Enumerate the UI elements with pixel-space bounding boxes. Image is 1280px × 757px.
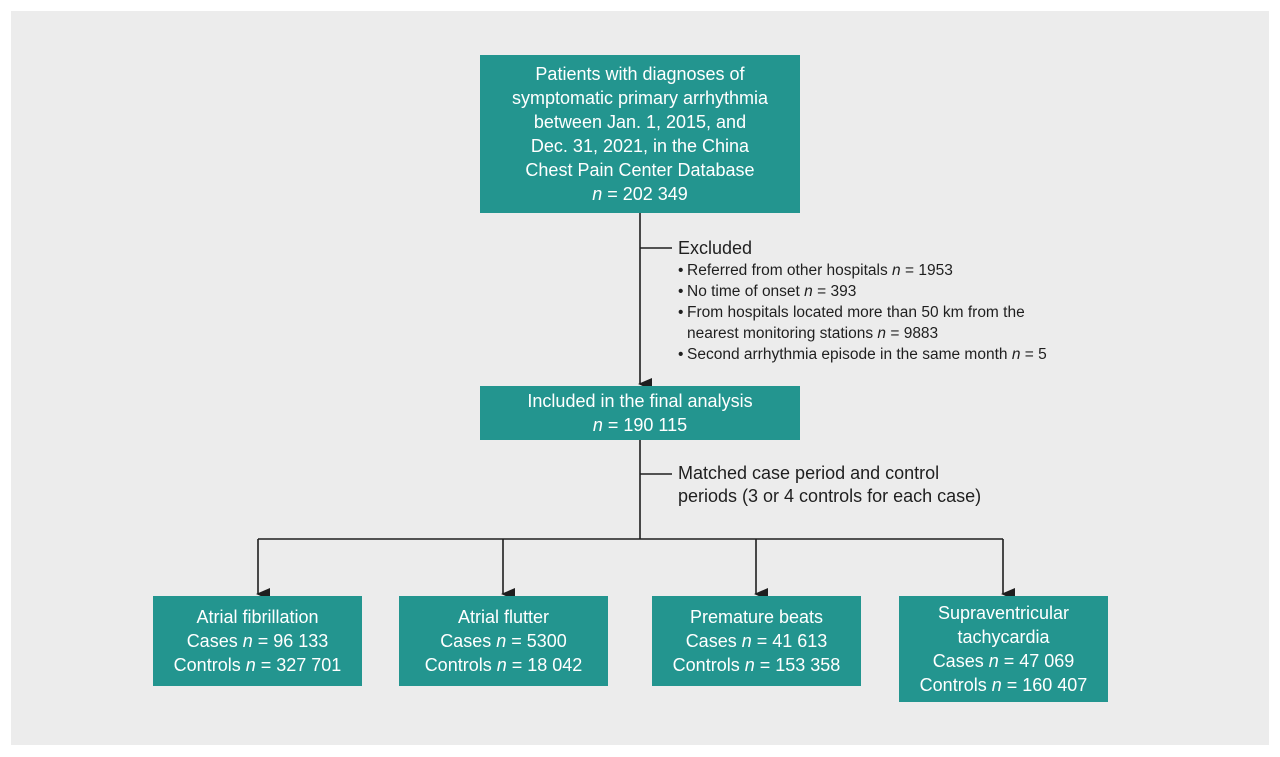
cases-label: Cases <box>440 631 497 651</box>
controls-label: Controls <box>424 655 497 675</box>
included-analysis-box: Included in the final analysis n = 190 1… <box>480 386 800 440</box>
atrial-fibrillation-box: Atrial fibrillation Cases n = 96 133 Con… <box>153 596 362 686</box>
group-title: Atrial fibrillation <box>196 607 319 627</box>
cases-value: = 41 613 <box>751 631 828 651</box>
group-cases: Cases n = 5300 <box>440 629 567 653</box>
excluded-item: Referred from other hospitals n = 1953 <box>678 260 1047 281</box>
source-line-4: Dec. 31, 2021, in the China <box>530 136 750 156</box>
n-symbol: n <box>991 675 1002 695</box>
controls-value: = 153 358 <box>754 655 841 675</box>
matched-note: Matched case period and control periods … <box>678 462 981 508</box>
n-symbol: n <box>744 655 755 675</box>
n-symbol: n <box>877 325 887 342</box>
n-symbol: n <box>988 651 999 671</box>
group-controls: Controls n = 327 701 <box>174 653 342 677</box>
source-line-3: between Jan. 1, 2015, and <box>533 112 747 132</box>
cases-label: Cases <box>186 631 243 651</box>
n-symbol: n <box>892 262 901 279</box>
excluded-item-text: Second arrhythmia episode in the same mo… <box>687 346 1012 363</box>
group-cases: Cases n = 47 069 <box>933 649 1075 673</box>
premature-beats-box: Premature beats Cases n = 41 613 Control… <box>652 596 861 686</box>
source-line-5: Chest Pain Center Database <box>525 160 755 180</box>
cases-value: = 5300 <box>506 631 567 651</box>
cases-value: = 47 069 <box>998 651 1075 671</box>
controls-value: = 160 407 <box>1001 675 1088 695</box>
source-line-1: Patients with diagnoses of <box>535 64 745 84</box>
controls-value: = 327 701 <box>255 655 342 675</box>
included-title: Included in the final analysis <box>527 391 753 411</box>
group-title: Supraventricular <box>937 603 1070 623</box>
supraventricular-tachycardia-box: Supraventricular tachycardia Cases n = 4… <box>899 596 1108 702</box>
excluded-item-count: = 5 <box>1020 346 1047 363</box>
included-count-value: = 190 115 <box>602 415 688 435</box>
controls-label: Controls <box>919 675 992 695</box>
excluded-item: Second arrhythmia episode in the same mo… <box>678 344 1047 365</box>
group-controls: Controls n = 153 358 <box>673 653 841 677</box>
group-title: Atrial flutter <box>457 607 550 627</box>
n-symbol: n <box>496 631 507 651</box>
cases-label: Cases <box>685 631 742 651</box>
source-count: n = 202 349 <box>592 182 688 206</box>
excluded-item-text: From hospitals located more than 50 km f… <box>687 304 1025 321</box>
group-title: tachycardia <box>957 627 1050 647</box>
excluded-item-count: = 393 <box>812 283 857 300</box>
group-controls: Controls n = 160 407 <box>920 673 1088 697</box>
excluded-heading: Excluded <box>678 238 753 258</box>
excluded-item-text: No time of onset <box>687 283 805 300</box>
n-symbol: n <box>592 184 603 204</box>
excluded-item-text: nearest monitoring stations <box>687 325 878 342</box>
controls-label: Controls <box>173 655 246 675</box>
n-symbol: n <box>496 655 507 675</box>
cases-label: Cases <box>932 651 989 671</box>
atrial-flutter-box: Atrial flutter Cases n = 5300 Controls n… <box>399 596 608 686</box>
n-symbol: n <box>1011 346 1021 363</box>
n-symbol: n <box>741 631 752 651</box>
source-population-box: Patients with diagnoses of symptomatic p… <box>480 55 800 213</box>
excluded-item-continuation: nearest monitoring stations n = 9883 <box>678 323 1047 344</box>
group-cases: Cases n = 96 133 <box>187 629 329 653</box>
source-line-2: symptomatic primary arrhythmia <box>511 88 769 108</box>
n-symbol: n <box>592 415 603 435</box>
group-controls: Controls n = 18 042 <box>425 653 583 677</box>
n-symbol: n <box>804 283 813 300</box>
group-title: Premature beats <box>689 607 824 627</box>
excluded-item-count: = 1953 <box>900 262 953 279</box>
excluded-list: Excluded Referred from other hospitals n… <box>678 236 1047 365</box>
included-count: n = 190 115 <box>593 413 687 437</box>
source-count-value: = 202 349 <box>602 184 688 204</box>
n-symbol: n <box>242 631 253 651</box>
excluded-item: No time of onset n = 393 <box>678 281 1047 302</box>
n-symbol: n <box>245 655 256 675</box>
excluded-item-count: = 9883 <box>886 325 939 342</box>
cases-value: = 96 133 <box>252 631 329 651</box>
matched-line-1: Matched case period and control <box>678 463 940 483</box>
excluded-item: From hospitals located more than 50 km f… <box>678 302 1047 323</box>
excluded-item-text: Referred from other hospitals <box>687 262 893 279</box>
matched-line-2: periods (3 or 4 controls for each case) <box>678 486 982 506</box>
controls-label: Controls <box>672 655 745 675</box>
group-cases: Cases n = 41 613 <box>686 629 828 653</box>
controls-value: = 18 042 <box>506 655 583 675</box>
